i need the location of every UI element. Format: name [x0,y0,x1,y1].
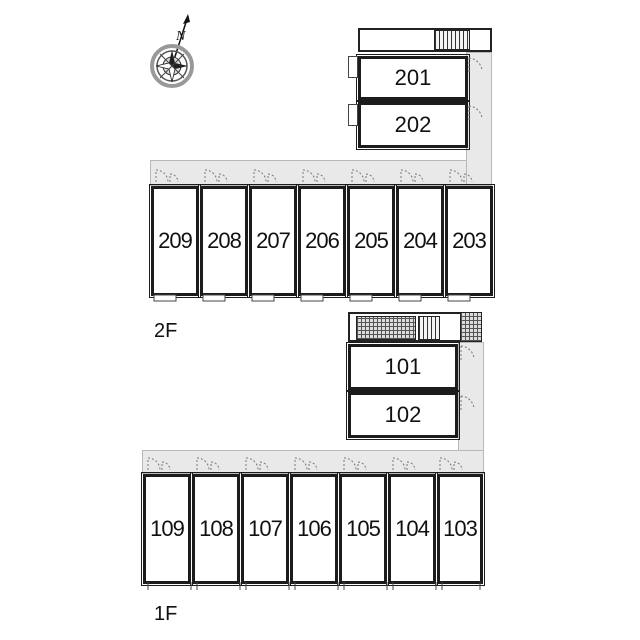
floor-label-1f: 1F [154,603,178,625]
corridor-2f-horizontal [150,160,492,186]
unit-207: 207 [247,184,299,298]
unit-number: 106 [297,516,332,541]
compass-north-label: N [175,29,186,44]
unit-208: 208 [198,184,250,298]
unit-101: 101 [346,342,460,392]
unit-number: 102 [384,402,422,427]
unit-104: 104 [386,472,438,586]
unit-number: 105 [346,516,381,541]
door-swing-icon [460,345,475,362]
balcony-201 [348,56,358,78]
stair-landing-2f [358,28,492,52]
unit-number: 104 [395,516,430,541]
floor-label-2f: 2F [154,320,178,342]
balcony-202 [348,104,358,126]
unit-201: 201 [356,54,470,102]
compass-rose-icon: N [150,14,194,88]
unit-number: 103 [443,516,478,541]
staircase-hatched-1f-right [460,312,482,342]
unit-number: 203 [452,228,487,253]
balconies-2f [153,294,471,302]
door-swing-icon [460,395,475,412]
unit-106: 106 [288,472,340,586]
unit-number: 108 [199,516,234,541]
unit-number: 205 [354,228,389,253]
unit-number: 208 [207,228,242,253]
door-swing-icon [468,105,483,122]
unit-103: 103 [435,472,485,586]
unit-number: 109 [150,516,185,541]
unit-209: 209 [149,184,201,298]
door-swing-icon [468,57,483,74]
unit-205: 205 [345,184,397,298]
corridor-2f-vertical [466,52,492,186]
unit-number: 107 [248,516,283,541]
unit-number: 202 [394,112,432,137]
corridor-1f-horizontal [142,450,484,474]
unit-number: 204 [403,228,438,253]
unit-number: 207 [256,228,291,253]
staircase-1f [418,316,440,340]
unit-202: 202 [356,100,470,150]
unit-number: 209 [158,228,193,253]
staircase-2f [434,30,470,50]
unit-divider-ticks-1f [147,582,481,590]
unit-206: 206 [296,184,348,298]
unit-number: 201 [394,65,432,90]
door-marks-2f [155,169,473,183]
unit-107: 107 [239,472,291,586]
staircase-hatched-1f [356,316,416,340]
unit-102: 102 [346,390,460,440]
unit-number: 101 [384,354,422,379]
door-marks-1f [147,457,463,471]
unit-204: 204 [394,184,446,298]
unit-105: 105 [337,472,389,586]
unit-109: 109 [141,472,193,586]
unit-203: 203 [443,184,495,298]
unit-108: 108 [190,472,242,586]
unit-number: 206 [305,228,340,253]
